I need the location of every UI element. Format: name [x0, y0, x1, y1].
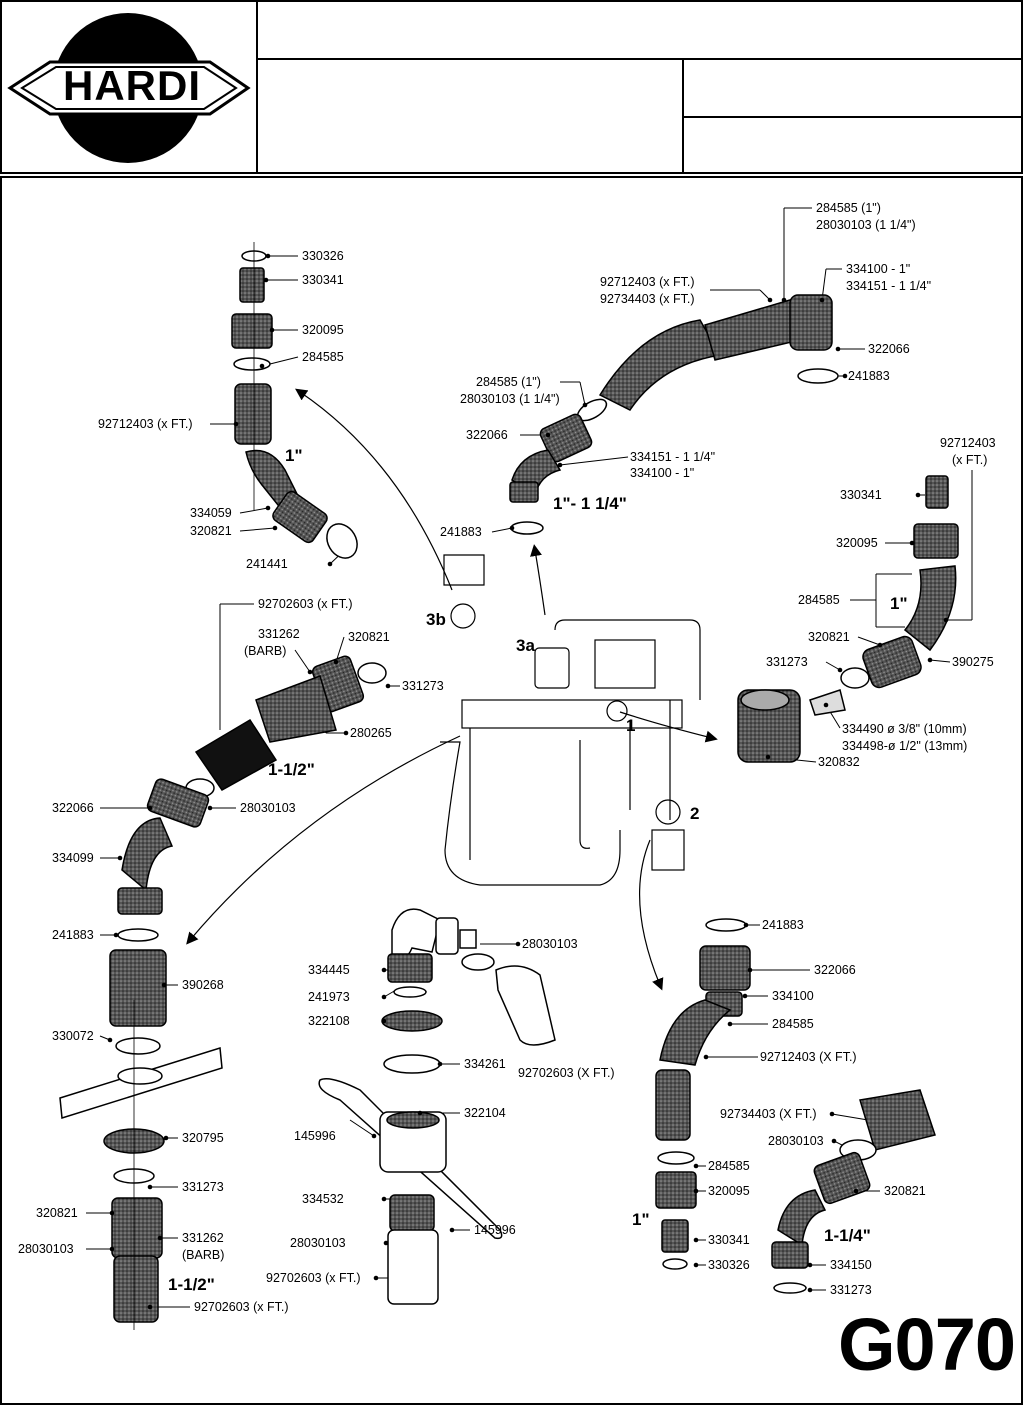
brand-wordmark: HARDI	[63, 62, 201, 109]
part-label: 145996	[474, 1223, 516, 1237]
part-label: 330326	[708, 1258, 750, 1272]
part-label: 284585 (1")	[476, 375, 541, 389]
part-label: 334151 - 1 1/4"	[630, 450, 716, 464]
part-label: 320821	[348, 630, 390, 644]
part-label: 92712403 (x FT.)	[600, 275, 695, 289]
part-label: 330341	[302, 273, 344, 287]
ref-1: 1	[626, 716, 636, 735]
part-label: 92734403 (x FT.)	[600, 292, 695, 306]
part-label: 331273	[766, 655, 808, 669]
part-label: 284585	[708, 1159, 750, 1173]
part-label: 241883	[848, 369, 890, 383]
part-label: 28030103	[240, 801, 296, 815]
part-label: 284585	[772, 1017, 814, 1031]
size-bottom-right-b: 1-1/4"	[824, 1226, 871, 1245]
part-label: 92712403 (X FT.)	[760, 1050, 857, 1064]
part-label: 28030103 (1 1/4")	[816, 218, 916, 232]
part-label: 284585	[302, 350, 344, 364]
part-label: 331273	[830, 1283, 872, 1297]
part-label: 241883	[52, 928, 94, 942]
part-label: 390275	[952, 655, 994, 669]
part-label: 322066	[466, 428, 508, 442]
part-label: 330341	[840, 488, 882, 502]
part-label: 334490 ø 3/8" (10mm)	[842, 722, 967, 736]
part-label: 334150	[830, 1258, 872, 1272]
part-label: 28030103 (1 1/4")	[460, 392, 560, 406]
part-label: 322066	[814, 963, 856, 977]
part-label: 331262	[258, 627, 300, 641]
part-label: 334100 - 1"	[630, 466, 695, 480]
part-label: (x FT.)	[952, 453, 988, 467]
part-label: 92702603 (x FT.)	[194, 1300, 289, 1314]
part-label: 331262	[182, 1231, 224, 1245]
part-label: 320095	[836, 536, 878, 550]
part-label: 331273	[182, 1180, 224, 1194]
part-label: 145996	[294, 1129, 336, 1143]
part-label: 320821	[36, 1206, 78, 1220]
part-label: 92702603 (X FT.)	[518, 1066, 615, 1080]
part-label: 241883	[440, 525, 482, 539]
page-code: G070	[838, 1303, 1016, 1386]
part-label: 330341	[708, 1233, 750, 1247]
part-label: 334151 - 1 1/4"	[846, 279, 932, 293]
part-label: 28030103	[290, 1236, 346, 1250]
part-label: 334498-ø 1/2" (13mm)	[842, 739, 968, 753]
part-label: 334261	[464, 1057, 506, 1071]
part-label: 92702603 (x FT.)	[258, 597, 353, 611]
size-mid-left: 1-1/2"	[268, 760, 315, 779]
part-label: 322066	[868, 342, 910, 356]
size-bottom-right-a: 1"	[632, 1210, 650, 1229]
part-label: 322066	[52, 801, 94, 815]
part-label: 320795	[182, 1131, 224, 1145]
part-label: (BARB)	[244, 644, 287, 658]
title-field-right-bottom	[682, 116, 1023, 174]
part-label: 334059	[190, 506, 232, 520]
part-label: (BARB)	[182, 1248, 225, 1262]
part-label: 284585 (1")	[816, 201, 881, 215]
part-label: 330072	[52, 1029, 94, 1043]
size-top-left: 1"	[285, 446, 303, 465]
part-label: 334100	[772, 989, 814, 1003]
part-label: 28030103	[18, 1242, 74, 1256]
part-label: 92712403	[940, 436, 996, 450]
part-label: 334100 - 1"	[846, 262, 911, 276]
part-label: 331273	[402, 679, 444, 693]
part-label: 320095	[302, 323, 344, 337]
size-bottom-left: 1-1/2"	[168, 1275, 215, 1294]
size-top-mid: 1"- 1 1/4"	[553, 494, 627, 513]
part-label: 28030103	[522, 937, 578, 951]
part-label: 322104	[464, 1106, 506, 1120]
ref-3b: 3b	[426, 610, 446, 629]
ref-2: 2	[690, 804, 700, 823]
part-label: 330326	[302, 249, 344, 263]
part-label: 280265	[350, 726, 392, 740]
hardi-logo	[7, 13, 251, 163]
part-label: 320832	[818, 755, 860, 769]
part-label: 320821	[190, 524, 232, 538]
part-label: 241973	[308, 990, 350, 1004]
part-label: 284585	[798, 593, 840, 607]
part-label: 92712403 (x FT.)	[98, 417, 193, 431]
part-label: 92734403 (X FT.)	[720, 1107, 817, 1121]
part-label: 241883	[762, 918, 804, 932]
size-right: 1"	[890, 594, 908, 613]
part-label: 92702603 (x FT.)	[266, 1271, 361, 1285]
part-label: 320821	[808, 630, 850, 644]
part-label: 28030103	[768, 1134, 824, 1148]
part-label: 334532	[302, 1192, 344, 1206]
part-label: 322108	[308, 1014, 350, 1028]
part-label: 241441	[246, 557, 288, 571]
part-label: 334445	[308, 963, 350, 977]
part-label: 334099	[52, 851, 94, 865]
part-label: 390268	[182, 978, 224, 992]
part-label: 320821	[884, 1184, 926, 1198]
part-label: 320095	[708, 1184, 750, 1198]
ref-3a: 3a	[516, 636, 535, 655]
drawing-frame	[0, 176, 1023, 1405]
